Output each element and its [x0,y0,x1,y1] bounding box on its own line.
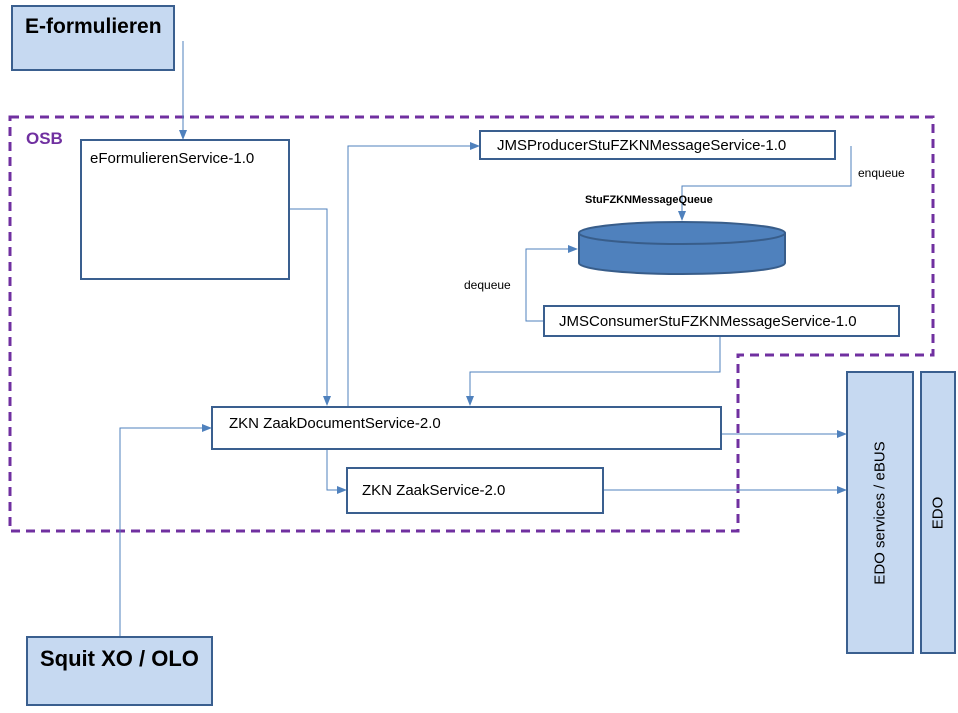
arrow-zaakdocument-to-zaak [326,450,347,494]
arrow-consumer-to-zaakdocument [466,337,721,406]
eformulieren-service-label: eFormulierenService-1.0 [90,150,255,167]
arrow-enqueue [678,146,852,221]
e-formulieren-label: E-formulieren [25,15,162,38]
zkn-zaakdocument-service-label: ZKN ZaakDocumentService-2.0 [229,415,441,432]
message-queue-label: StuFZKNMessageQueue [585,194,713,206]
squit-xo-olo-box: Squit XO / OLO [26,636,213,706]
eformulieren-service-box: eFormulierenService-1.0 [80,139,290,280]
jms-consumer-service-label: JMSConsumerStuFZKNMessageService-1.0 [559,312,857,330]
edo-label: EDO [929,496,947,529]
edo-services-ebus-label: EDO services / eBUS [871,440,889,585]
arrow-dequeue [525,245,578,322]
osb-boundary [8,115,935,533]
jms-consumer-service-box: JMSConsumerStuFZKNMessageService-1.0 [543,305,900,337]
edo-box: EDO [920,371,956,654]
zkn-zaak-service-box: ZKN ZaakService-2.0 [346,467,604,514]
jms-producer-service-box: JMSProducerStuFZKNMessageService-1.0 [479,130,836,160]
edo-services-ebus-box: EDO services / eBUS [846,371,914,654]
e-formulieren-box: E-formulieren [11,5,175,71]
zkn-zaakdocument-service-box: ZKN ZaakDocumentService-2.0 [211,406,722,450]
message-queue-cylinder [578,221,786,275]
enqueue-label: enqueue [858,166,905,180]
arrow-zaakdocument-to-producer [347,142,480,406]
arrow-eformulieren-to-zaakdocument [289,208,331,406]
dequeue-label: dequeue [464,278,511,292]
squit-xo-olo-label: Squit XO / OLO [40,646,199,671]
osb-label: OSB [26,129,63,148]
zkn-zaak-service-label: ZKN ZaakService-2.0 [362,482,506,499]
arrow-squit-to-zaakdocument [119,424,212,636]
jms-producer-service-label: JMSProducerStuFZKNMessageService-1.0 [497,136,787,154]
